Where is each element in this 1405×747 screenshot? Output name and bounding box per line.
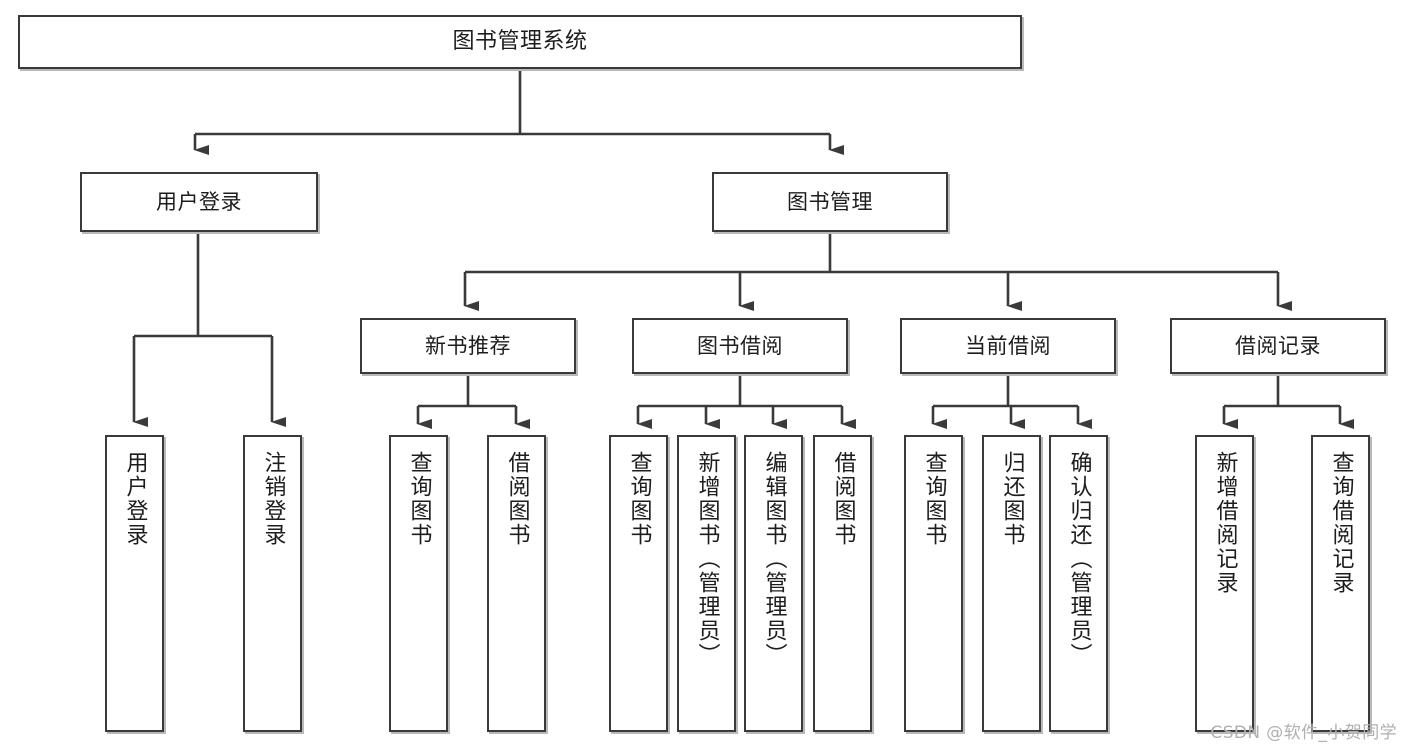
node-book-borrowing[interactable]: 图书借阅 <box>632 318 848 374</box>
node-label: 用户登录 <box>156 189 242 214</box>
node-label: 用户登录 <box>122 451 148 547</box>
node-label: 新增借阅记录 <box>1212 451 1238 595</box>
leaf-query-borrow-record[interactable]: 查询借阅记录 <box>1311 435 1370 732</box>
leaf-edit-book-admin[interactable]: 编辑图书（管理员） <box>744 435 803 732</box>
leaf-logout[interactable]: 注销登录 <box>243 435 302 732</box>
node-label: 新书推荐 <box>425 333 511 358</box>
node-label: 新增图书（管理员） <box>694 451 720 667</box>
node-label: 借阅图书 <box>830 451 856 547</box>
node-label: 查询借阅记录 <box>1328 451 1354 595</box>
node-new-book-recommendation[interactable]: 新书推荐 <box>360 318 576 374</box>
node-label: 图书管理 <box>787 189 873 214</box>
node-label: 图书管理系统 <box>452 29 588 55</box>
node-label: 注销登录 <box>260 451 286 547</box>
node-root-book-management-system[interactable]: 图书管理系统 <box>18 15 1022 69</box>
leaf-return-book[interactable]: 归还图书 <box>982 435 1041 732</box>
node-user-login[interactable]: 用户登录 <box>80 172 318 232</box>
leaf-confirm-return-admin[interactable]: 确认归还（管理员） <box>1049 435 1108 732</box>
csdn-watermark: CSDN @软件_小贺同学 <box>1210 723 1397 743</box>
node-label: 编辑图书（管理员） <box>761 451 787 667</box>
node-label: 借阅记录 <box>1235 333 1321 358</box>
node-borrowing-record[interactable]: 借阅记录 <box>1170 318 1386 374</box>
node-label: 查询图书 <box>406 451 432 547</box>
node-label: 图书借阅 <box>697 333 783 358</box>
node-label: 确认归还（管理员） <box>1066 451 1092 667</box>
leaf-borrow-book-2[interactable]: 借阅图书 <box>813 435 872 732</box>
node-book-management[interactable]: 图书管理 <box>712 172 948 232</box>
node-label: 查询图书 <box>921 451 947 547</box>
leaf-user-login[interactable]: 用户登录 <box>105 435 164 732</box>
node-label: 归还图书 <box>999 451 1025 547</box>
leaf-query-book-2[interactable]: 查询图书 <box>609 435 668 732</box>
node-label: 查询图书 <box>626 451 652 547</box>
leaf-borrow-book-1[interactable]: 借阅图书 <box>487 435 546 732</box>
node-label: 当前借阅 <box>965 333 1051 358</box>
leaf-add-borrow-record[interactable]: 新增借阅记录 <box>1195 435 1254 732</box>
leaf-add-book-admin[interactable]: 新增图书（管理员） <box>677 435 736 732</box>
node-current-borrowing[interactable]: 当前借阅 <box>900 318 1116 374</box>
leaf-query-book-3[interactable]: 查询图书 <box>904 435 963 732</box>
leaf-query-book-1[interactable]: 查询图书 <box>389 435 448 732</box>
node-label: 借阅图书 <box>504 451 530 547</box>
